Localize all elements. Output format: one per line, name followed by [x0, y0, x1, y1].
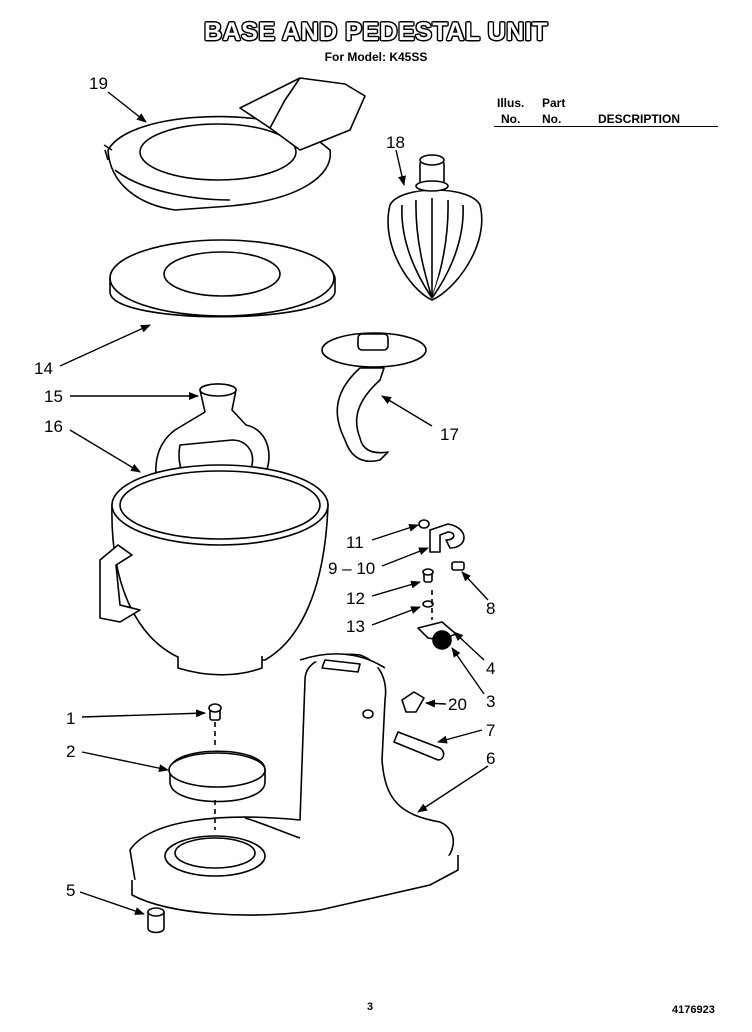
part-13-washer [422, 600, 434, 608]
callout-16: 16 [44, 417, 63, 436]
callout-17: 17 [440, 425, 459, 444]
callout-15: 15 [44, 387, 63, 406]
leader-12 [371, 580, 421, 597]
leader-5 [79, 891, 145, 915]
part-19-cover [103, 77, 366, 211]
leader-3 [451, 647, 485, 695]
leader-6 [417, 765, 489, 813]
diagram-title: BASE AND PEDESTAL UNIT [204, 18, 548, 46]
part-6-pedestal-base [129, 653, 459, 916]
callout-7: 7 [486, 721, 496, 740]
leader-2 [81, 751, 169, 773]
callout-19: 19 [89, 74, 108, 93]
leader-20 [425, 699, 447, 708]
part-9-10-bracket [429, 523, 465, 553]
part-12-screw [422, 568, 434, 583]
part-1-screw [208, 703, 222, 721]
leader-1 [81, 709, 206, 718]
leader-7 [437, 729, 483, 744]
part-11-nut [418, 519, 430, 529]
header-rule [494, 126, 718, 127]
callout-20: 20 [448, 695, 467, 714]
callout-9-10: 9 – 10 [328, 559, 376, 578]
leader-14 [59, 324, 151, 367]
illus-header-line1: Illus. [497, 96, 525, 110]
part-8-pin [451, 561, 465, 571]
leader-19 [107, 91, 147, 123]
callout-1: 1 [66, 709, 76, 728]
leader-13 [371, 606, 421, 626]
leader-11 [371, 523, 419, 541]
document-number: 4176923 [672, 1004, 715, 1016]
part-18-wire-whip [387, 154, 483, 301]
part-header-line1: Part [542, 96, 566, 110]
callout-11: 11 [346, 533, 364, 552]
leader-9-10 [381, 547, 429, 567]
callout-5: 5 [66, 881, 76, 900]
part-header-line2: No. [542, 112, 562, 126]
page-number: 3 [367, 1001, 374, 1013]
leader-8 [461, 571, 489, 601]
callout-18: 18 [386, 133, 405, 152]
leader-17 [381, 395, 433, 427]
part-17-dough-hook [321, 332, 427, 462]
leader-16 [69, 429, 141, 473]
part-5-foot [147, 907, 165, 934]
part-20-clip [401, 691, 425, 713]
part-14-ring [109, 239, 336, 318]
callout-14: 14 [34, 359, 53, 378]
illus-header-line2: No. [501, 112, 521, 126]
callout-3: 3 [486, 692, 496, 711]
part-7-rod [393, 731, 445, 761]
callout-6: 6 [486, 749, 496, 768]
part-3-knob [432, 630, 452, 650]
leader-18 [395, 149, 406, 186]
model-subtitle: For Model: K45SS [324, 50, 428, 64]
description-header: DESCRIPTION [598, 112, 681, 126]
callout-4: 4 [486, 659, 496, 678]
leader-4 [453, 631, 485, 661]
callout-2: 2 [66, 742, 76, 761]
callout-8: 8 [486, 599, 496, 618]
part-16-bowl [99, 464, 329, 676]
part-2-plate [168, 750, 266, 803]
callout-12: 12 [346, 589, 365, 608]
callout-13: 13 [346, 617, 365, 636]
